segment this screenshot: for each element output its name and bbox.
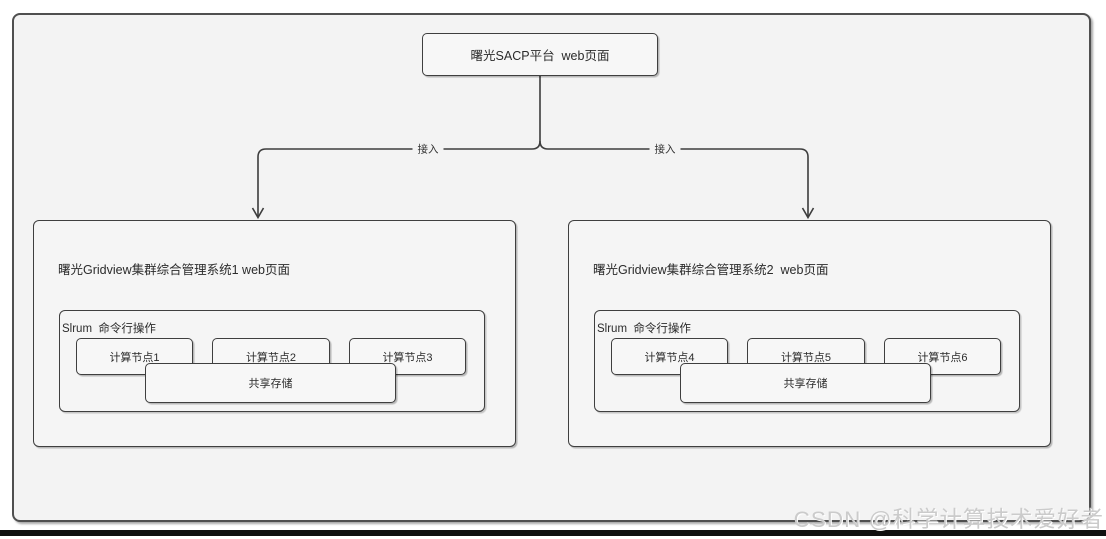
root-node-label: 曙光SACP平台 web页面: [470, 49, 610, 63]
compute-node-1-label: 计算节点1: [109, 351, 160, 364]
compute-node-6-label: 计算节点6: [917, 351, 968, 364]
compute-node-5-label: 计算节点5: [780, 351, 832, 364]
compute-node-3-label: 计算节点3: [382, 351, 433, 364]
cluster-title-system2: 曙光Gridview集群综合管理系统2 web页面: [593, 263, 829, 277]
cluster-panel-system2: 曙光Gridview集群综合管理系统2 web页面 Slrum 命令行操作 计算…: [568, 220, 1051, 447]
shared-storage-1: 共享存储: [145, 363, 396, 403]
edge-left-arrowhead: [251, 207, 265, 220]
edge-right-arrowhead: [801, 207, 815, 220]
cluster-title-system1: 曙光Gridview集群综合管理系统1 web页面: [58, 263, 290, 277]
edge-label-left: 接入: [412, 141, 444, 157]
csdn-watermark: CSDN @科学计算技术爱好者: [793, 507, 1104, 532]
compute-node-2-label: 计算节点2: [245, 351, 297, 364]
edge-left-line: [257, 75, 541, 216]
edge-right-line: [539, 140, 809, 216]
shared-storage-2: 共享存储: [680, 363, 931, 403]
bottom-black-bar: [0, 530, 1106, 536]
compute-node-3: 计算节点3: [349, 338, 466, 375]
shared-storage-2-label: 共享存储: [783, 378, 828, 390]
slurm-group-label-1: Slrum 命令行操作: [62, 323, 156, 335]
compute-node-4-label: 计算节点4: [644, 351, 695, 364]
cluster-panel-system1: 曙光Gridview集群综合管理系统1 web页面 Slrum 命令行操作 计算…: [33, 220, 516, 447]
root-node-sacp-platform: 曙光SACP平台 web页面: [422, 33, 658, 76]
edge-label-right: 接入: [649, 141, 681, 157]
slurm-group-label-2: Slrum 命令行操作: [597, 323, 691, 335]
shared-storage-1-label: 共享存储: [248, 378, 293, 390]
